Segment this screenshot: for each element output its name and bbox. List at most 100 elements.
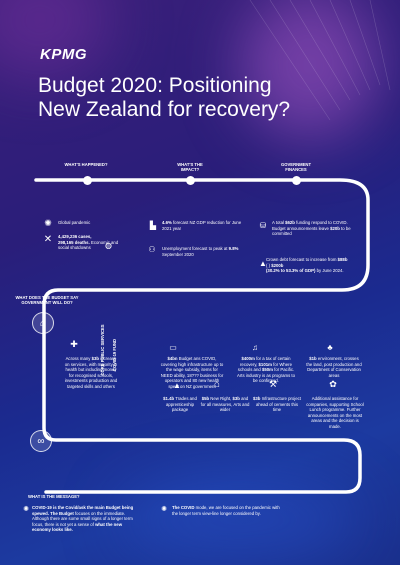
message-right-2: mode, we are focused on the pandemic wit… [172, 505, 280, 516]
page-title: Budget 2020: Positioning New Zealand for… [38, 74, 358, 122]
core-value: $3b [91, 356, 99, 361]
gdp-text: 4.6% forecast NZ GDP reduction for June … [162, 220, 242, 231]
message-left-3: focuses on the immediate. Although there… [32, 510, 133, 527]
fund-item-4-text: Trades and apprenticeship package [166, 396, 197, 413]
fund-item-4-value: $1.4b [163, 396, 175, 401]
tree-icon: ♣ [327, 342, 333, 352]
header-what-happened: WHAT'S HAPPENED? [64, 162, 108, 167]
unemployment-text: Unemployment forecast to peak at 9.8% Se… [162, 246, 242, 257]
glow-top-right [240, 0, 380, 140]
core-services-text: Across many $3b increase on services, wi… [64, 356, 118, 390]
crane-icon: ⚒ [268, 378, 278, 389]
lunch-icon: ✿ [329, 378, 337, 389]
funding-value: $62b [285, 220, 295, 225]
virus-small-icon: ✺ [23, 506, 29, 513]
fund-item-2-text: for a tax of certain recovery, [240, 356, 291, 367]
fund-item-5-value: $5b [201, 396, 210, 401]
unemp-value: 9.8% [228, 246, 239, 251]
debt-text-1: Crown debt forecast to increase from [266, 257, 338, 262]
title-line-1: Budget 2020: Positioning [38, 74, 272, 97]
theatre-icon: ♫ [252, 342, 258, 352]
cases-value: 4,429,236 cases, [58, 234, 92, 239]
globe-icon: ◍ [105, 241, 112, 250]
funding-text-3: to be committed [272, 225, 351, 237]
pandemic-text: Global pandemic [58, 220, 91, 225]
fund-item-4: $1.4b Trades and apprenticeship package [160, 396, 200, 413]
fund-item-7-text: Additional assistance for companies, sup… [306, 396, 364, 429]
people-icon: ⚇ [148, 244, 156, 254]
deaths-value: 298,165 deaths. [58, 239, 90, 245]
fund-item-5-text: New Right, [209, 396, 233, 401]
debt-text-2: ( ) [266, 262, 272, 268]
title-line-2: New Zealand for recovery? [38, 98, 291, 121]
funding-text: A total $62b funding respond to COVID. B… [272, 220, 352, 237]
header-message: WHAT IS THE MESSAGE? [28, 494, 80, 499]
fund-item-2-value2: $101m [258, 361, 272, 367]
funding-text-1: A total [272, 220, 286, 225]
fund-item-6-value: $3b [252, 396, 261, 401]
fund-item-1-value: $4bn [167, 356, 178, 361]
debt-icon: ▲ [259, 258, 267, 268]
gdp-value: 4.6% [162, 220, 172, 225]
fund-item-1-text: Budget ans COVID, covering high infrastr… [160, 356, 224, 389]
parliament-icon: ⌂ [32, 312, 54, 334]
binoculars-icon: ∞ [30, 430, 52, 452]
fund-item-6: $3b Infrastructure project ahead of ceme… [252, 396, 302, 413]
header-budget: WHAT DOES THE BUDGET SAY GOVERNMENT WILL… [15, 295, 79, 305]
message-left-4: what the new economy looks like. [32, 521, 123, 533]
debt-text-3: by June 2024. [315, 268, 344, 274]
money-icon: ▭ [169, 342, 177, 352]
house-icon: ⌂ [213, 378, 221, 390]
core-text-1: Across many [65, 356, 92, 361]
hospital-icon: ✚ [70, 338, 78, 349]
fund-item-1: $4bn Budget ans COVID, covering high inf… [160, 356, 224, 390]
fund-item-6-text: Infrastructure project ahead of cements … [255, 396, 301, 413]
covid-fund-label: COVID-19 FUND [112, 338, 117, 372]
fund-item-3: $1b environment, crosses the land, post … [306, 356, 362, 378]
marker-finances [292, 176, 301, 185]
funding-text-2: funding respond to COVID. Budget announc… [272, 220, 348, 231]
money-bag-icon: ⛁ [259, 220, 267, 230]
graduation-icon: ▲ [173, 380, 181, 390]
message-right-text: The COVID mode, we are focused on the pa… [172, 505, 282, 516]
funding-leave: $20b [330, 225, 340, 231]
debt-value-1: $88b [337, 257, 348, 262]
cases-text: 4,429,236 cases, 298,165 deaths. Economi… [58, 234, 128, 251]
fund-item-3-text: environment, crosses the land, post prod… [306, 356, 362, 378]
fund-item-5-text2: and for all measures, Arts and wider [200, 396, 250, 413]
cross-icon: ✕ [43, 233, 53, 245]
message-left-2: The Budget [50, 510, 74, 516]
marker-impact [186, 176, 195, 185]
core-text-3: production and targeted skills and other… [67, 378, 118, 389]
unemp-suffix: September 2020 [162, 251, 194, 257]
fund-item-2-text2: for Where schools and [237, 361, 292, 373]
debt-value-2: $200b [271, 262, 284, 268]
chart-down-icon: ▙ [149, 220, 157, 230]
fund-item-2-value: $400m [241, 356, 255, 361]
shutdown-text: Economic and social shutdowns [58, 239, 119, 251]
gdp-desc: forecast NZ GDP reduction for June 2021 … [162, 220, 242, 231]
fund-item-3-value: $1b [309, 356, 317, 361]
core-text-2: increase on services, with majority in h… [64, 356, 118, 384]
marker-what-happened [83, 176, 92, 185]
fund-item-2-text3: for Pacific. Arts industry is as program… [236, 367, 296, 384]
header-impact: WHAT'S THE IMPACT? [177, 162, 203, 172]
virus-icon: ✺ [44, 217, 52, 228]
virus-small-icon-2: ✺ [161, 506, 167, 513]
kpmg-logo: KPMG [40, 46, 87, 63]
debt-text: Crown debt forecast to increase from $88… [266, 257, 350, 274]
core-services-label: CORE PUBLIC SERVICES [100, 324, 105, 376]
fund-item-5-value2: $3b [232, 396, 240, 401]
fund-item-2-value3: $50m [261, 367, 273, 373]
header-finances: GOVERNMENT FINANCES [280, 162, 311, 172]
debt-pct: (30.2% to 53.3% of GDP) [266, 268, 316, 274]
fund-item-5: $5b New Right, $3b and for all measures,… [200, 396, 250, 413]
fund-item-2: $400m for a tax of certain recovery, $10… [236, 356, 296, 384]
message-left-1: COVID-19 is the Covid/ask the main Budge… [32, 505, 134, 516]
unemp-desc: Unemployment forecast to peak at [162, 246, 229, 251]
message-right-1: The COVID [172, 505, 195, 510]
message-left-text: COVID-19 is the Covid/ask the main Budge… [32, 505, 140, 533]
fund-item-7: Additional assistance for companies, sup… [306, 396, 364, 430]
